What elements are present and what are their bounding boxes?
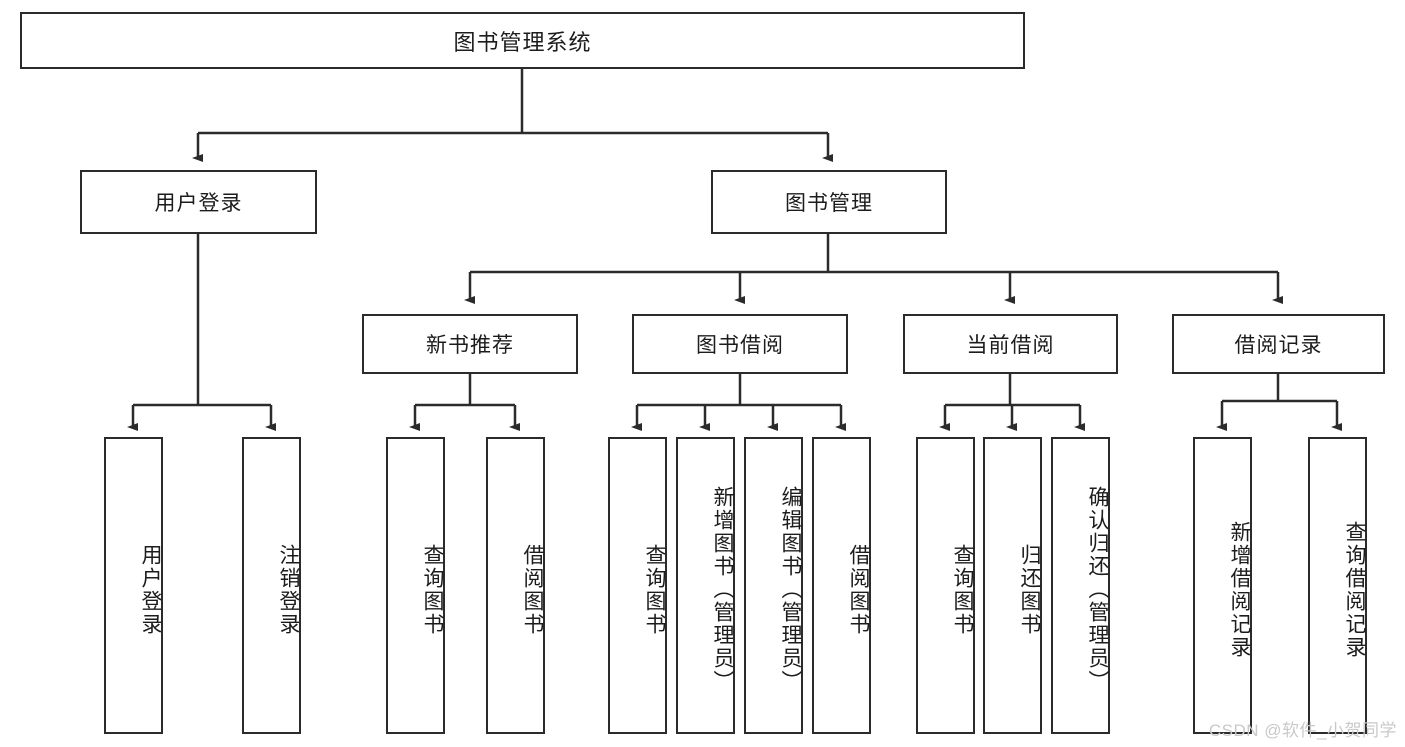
node-label: 查询借阅记录 xyxy=(1343,520,1366,659)
node-label: 当前借阅 xyxy=(966,334,1055,357)
node-label: 确认归还（管理员） xyxy=(1086,486,1109,693)
node-label: 查询图书 xyxy=(421,543,444,636)
node-book-borrow[interactable]: 图书借阅 xyxy=(632,314,848,374)
node-leaf-return-book[interactable]: 归还图书 xyxy=(983,437,1042,734)
node-leaf-add-record[interactable]: 新增借阅记录 xyxy=(1193,437,1252,734)
node-current-borrow[interactable]: 当前借阅 xyxy=(903,314,1118,374)
node-leaf-query-book-2[interactable]: 查询图书 xyxy=(608,437,667,734)
node-label: 图书借阅 xyxy=(696,334,784,357)
node-label: 借阅记录 xyxy=(1234,334,1323,357)
node-label: 新书推荐 xyxy=(426,334,514,357)
node-label: 新增借阅记录 xyxy=(1228,520,1251,659)
node-label: 图书管理 xyxy=(785,192,873,215)
node-leaf-confirm-return[interactable]: 确认归还（管理员） xyxy=(1051,437,1110,734)
node-label: 查询图书 xyxy=(643,543,666,636)
node-leaf-edit-book[interactable]: 编辑图书（管理员） xyxy=(744,437,803,734)
csdn-watermark: CSDN @软件_小贺同学 xyxy=(1208,721,1397,740)
node-leaf-query-book-3[interactable]: 查询图书 xyxy=(916,437,975,734)
node-label: 图书管理系统 xyxy=(453,29,592,55)
node-label: 借阅图书 xyxy=(521,543,544,636)
node-book-management[interactable]: 图书管理 xyxy=(711,170,947,234)
node-system-root[interactable]: 图书管理系统 xyxy=(20,12,1025,69)
node-leaf-query-record[interactable]: 查询借阅记录 xyxy=(1308,437,1367,734)
node-label: 编辑图书（管理员） xyxy=(779,486,802,693)
node-leaf-add-book[interactable]: 新增图书（管理员） xyxy=(676,437,735,734)
node-leaf-logout-login[interactable]: 注销登录 xyxy=(242,437,301,734)
node-label: 新增图书（管理员） xyxy=(711,486,734,693)
node-leaf-borrow-book-2[interactable]: 借阅图书 xyxy=(812,437,871,734)
node-leaf-borrow-book-1[interactable]: 借阅图书 xyxy=(486,437,545,734)
node-label: 用户登录 xyxy=(139,543,162,636)
node-label: 注销登录 xyxy=(277,543,300,636)
node-borrow-record[interactable]: 借阅记录 xyxy=(1172,314,1385,374)
node-leaf-query-book-1[interactable]: 查询图书 xyxy=(386,437,445,734)
node-label: 借阅图书 xyxy=(847,543,870,636)
node-leaf-user-login[interactable]: 用户登录 xyxy=(104,437,163,734)
node-label: 查询图书 xyxy=(951,543,974,636)
node-label: 归还图书 xyxy=(1018,543,1041,636)
node-new-book-recommend[interactable]: 新书推荐 xyxy=(362,314,578,374)
node-label: 用户登录 xyxy=(154,192,243,215)
node-user-login[interactable]: 用户登录 xyxy=(80,170,317,234)
